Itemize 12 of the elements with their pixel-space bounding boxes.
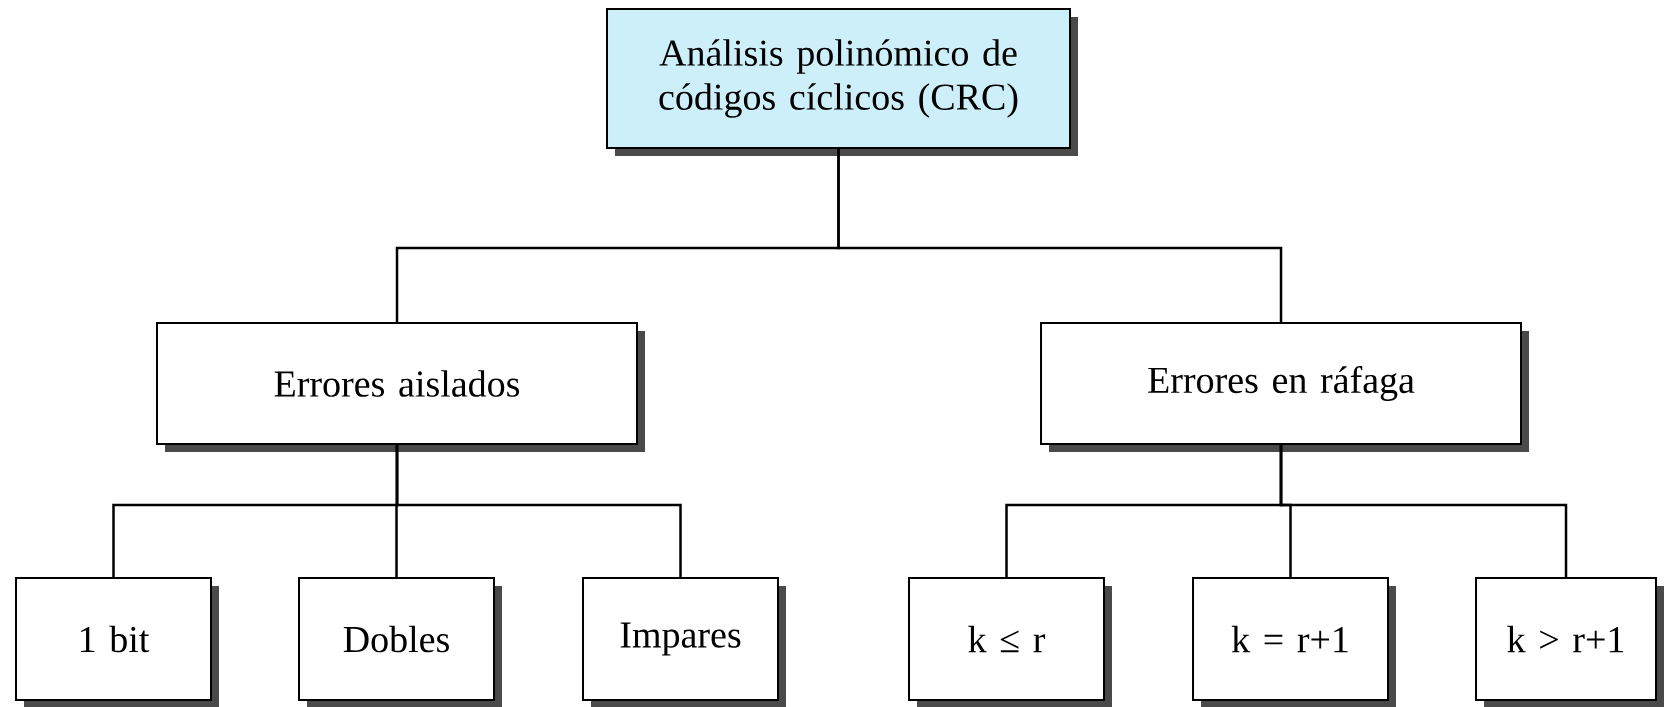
category-box: k > r+1: [1475, 577, 1664, 707]
connector-line: [395, 445, 682, 577]
connector-line: [1279, 445, 1568, 577]
category-box: k ≤ r: [908, 577, 1112, 707]
category-box: Dobles: [298, 577, 502, 707]
category-box: Impares: [582, 577, 786, 707]
category-box: 1 bit: [15, 577, 219, 707]
category-box: Errores en ráfaga: [1040, 322, 1529, 452]
category-box: Errores aislados: [156, 322, 645, 452]
connector-line: [837, 149, 1283, 322]
category-box: k = r+1: [1192, 577, 1396, 707]
title-box: Análisis polinómico de códigos cíclicos (CRC): [606, 8, 1078, 156]
